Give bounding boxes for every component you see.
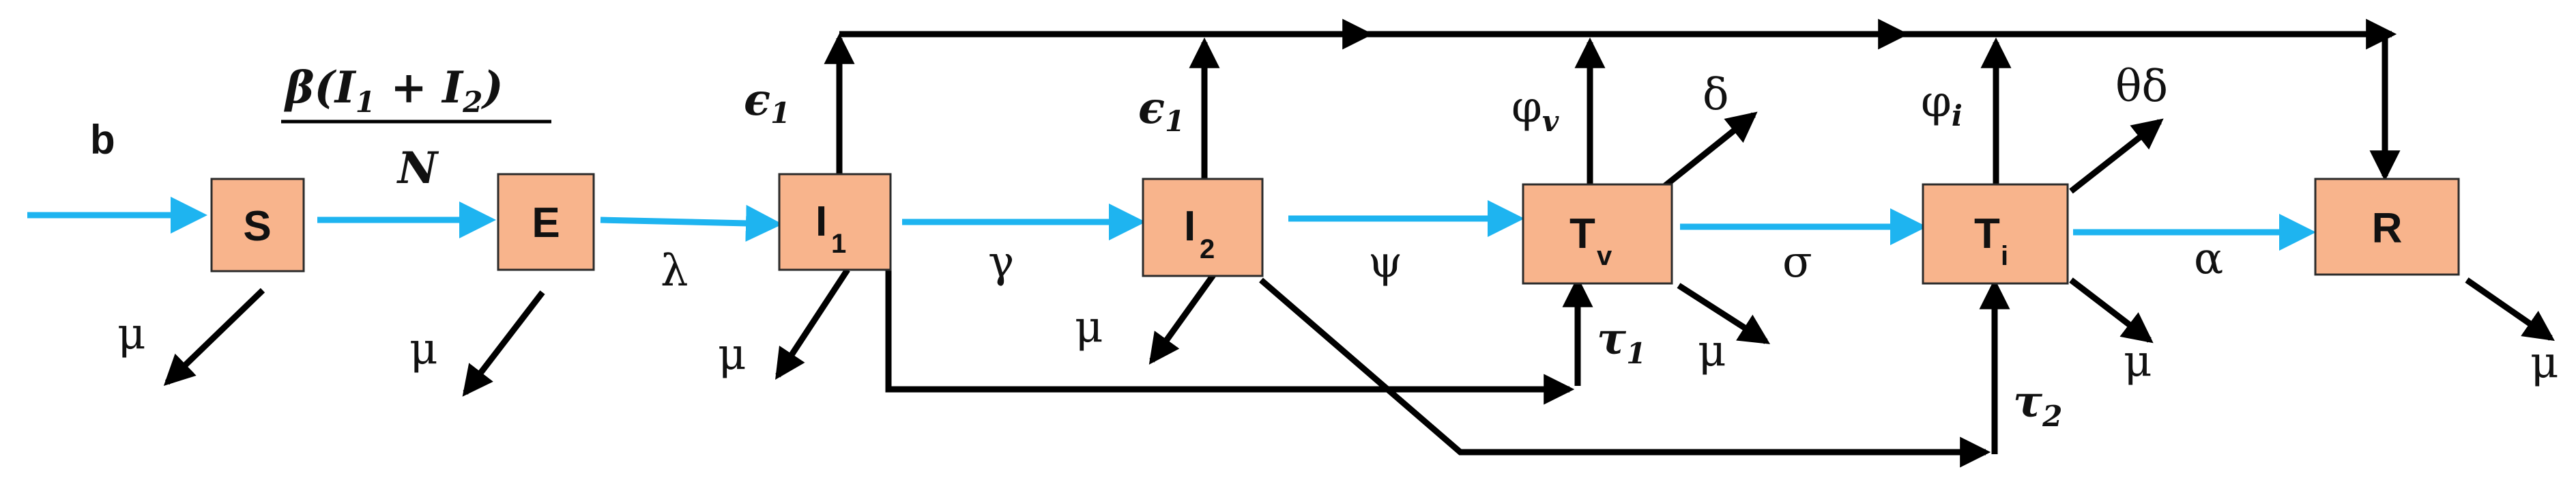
e-to-i1-arrow (600, 204, 783, 242)
compartment-s-label: S (243, 203, 271, 250)
compartment-r-label: R (2372, 205, 2403, 252)
delta-label: δ (1703, 70, 1729, 120)
sigma-label: σ (1782, 237, 1812, 288)
i1-mu-arrow (775, 268, 850, 380)
tv-mu-arrow (1677, 283, 1771, 344)
tau1-label: τ1 (1597, 313, 1646, 370)
i2-mu-arrow (1148, 271, 1217, 365)
phi-i-label: φi (1921, 76, 1963, 133)
ti-thetadelta-arrow (2069, 118, 2164, 194)
s-mu-arrow (163, 288, 265, 386)
mu-label-i2: μ (1075, 302, 1103, 352)
mu-label-s: μ (117, 309, 146, 359)
epsilon-label-i2: ϵ1 (1138, 83, 1185, 138)
compartment-i1: I 1 (778, 173, 892, 271)
tau2-label: τ2 (2013, 376, 2062, 433)
gamma-label: γ (988, 237, 1014, 288)
compartment-i1-label: I (815, 198, 827, 245)
i1-to-tv-path (885, 260, 1575, 405)
ti-mu-arrow (2069, 277, 2154, 344)
recruitment-label: b (90, 117, 115, 163)
compartment-s: S (210, 178, 305, 273)
lambda-label: λ (661, 246, 689, 296)
mu-label-ti: μ (2124, 336, 2152, 387)
compartment-tv-label: T (1569, 210, 1595, 257)
mu-label-tv: μ (1698, 326, 1726, 376)
tv-delta-arrow (1663, 111, 1758, 189)
epsilon-label-i1: ϵ1 (744, 74, 790, 130)
infection-numerator: β(I1 + I2) (284, 62, 504, 119)
mu-label-r: μ (2530, 337, 2559, 388)
mu-label-e: μ (409, 324, 438, 374)
compartment-ti-label: T (1974, 210, 2000, 257)
compartment-ti: T i (1922, 183, 2069, 285)
compartment-i2: I 2 (1142, 178, 1264, 277)
compartment-tv-sub: v (1597, 241, 1612, 271)
compartment-i1-sub: 1 (831, 229, 846, 259)
compartment-e-label: E (532, 199, 560, 247)
compartment-i2-label: I (1184, 203, 1196, 250)
infection-denominator: N (396, 143, 439, 194)
psi-label: ψ (1368, 237, 1402, 288)
mu-label-i1: μ (718, 329, 747, 380)
compartment-r: R (2314, 178, 2460, 276)
theta-delta-label: θδ (2115, 61, 2168, 112)
i2-to-ti-path (1259, 277, 1991, 468)
alpha-label: α (2194, 234, 2223, 284)
phi-v-label: φv (1511, 82, 1559, 138)
e-mu-arrow (462, 290, 545, 397)
r-mu-arrow (2465, 277, 2555, 341)
compartment-tv: T v (1522, 183, 1673, 285)
infection-rate-fraction: β(I1 + I2) N (281, 62, 551, 194)
compartment-e: E (497, 173, 595, 271)
compartment-ti-sub: i (2001, 241, 2008, 271)
compartment-i2-sub: 2 (1200, 234, 1215, 264)
